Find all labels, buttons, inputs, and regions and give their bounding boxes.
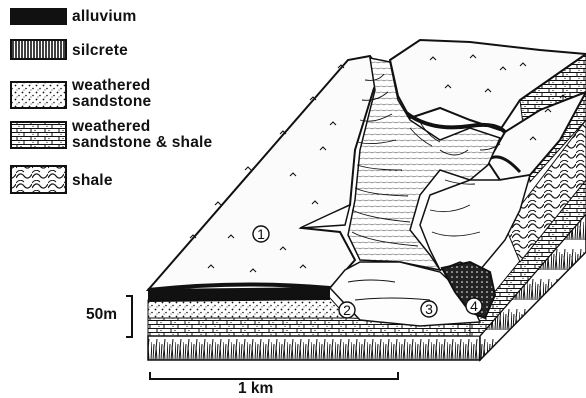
site-4-label: 4 xyxy=(463,295,485,317)
legend-swatch-silcrete xyxy=(11,40,66,59)
vertical-scale-bar xyxy=(126,296,132,337)
legend-label-weathered-sandstone-line2: sandstone xyxy=(72,94,151,110)
site-3-label: 3 xyxy=(418,298,440,320)
legend-swatch-weathered-sandstone-shale xyxy=(11,122,66,148)
legend-label-weathered-sandstone-line1: weathered xyxy=(72,78,150,94)
legend-swatch-alluvium xyxy=(11,9,66,24)
horizontal-scale-bar xyxy=(150,372,398,379)
legend-swatches xyxy=(11,9,66,193)
legend-label-weathered-sandstone-shale-line2: sandstone & shale xyxy=(72,135,212,151)
legend-label-weathered-sandstone-shale-line1: weathered xyxy=(72,119,150,135)
site-2-label: 2 xyxy=(336,299,358,321)
vertical-scale-label: 50m xyxy=(86,306,117,324)
legend-swatch-weathered-sandstone xyxy=(11,82,66,108)
legend-swatch-shale xyxy=(11,166,66,193)
horizontal-scale-label: 1 km xyxy=(238,380,273,398)
lower-valley-floor xyxy=(420,175,530,270)
left-plateau-surface xyxy=(148,56,385,290)
legend-label-alluvium: alluvium xyxy=(72,9,136,25)
front-sandstone-layer xyxy=(148,298,348,318)
legend-label-silcrete: silcrete xyxy=(72,43,128,59)
front-shale-layer xyxy=(148,336,480,360)
site-1-label: 1 xyxy=(250,223,272,245)
legend-label-shale: shale xyxy=(72,173,113,189)
